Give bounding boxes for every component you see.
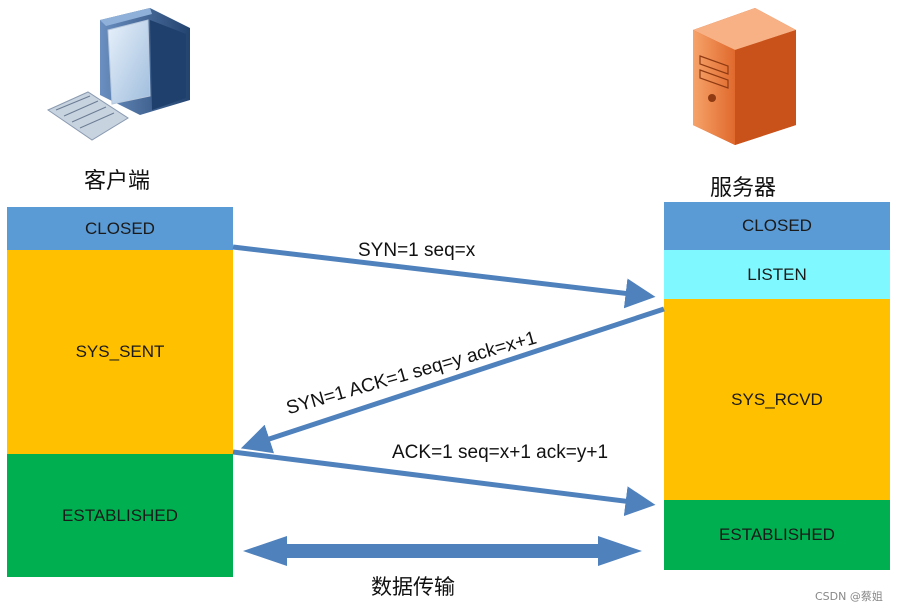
server-state-closed: CLOSED	[664, 202, 890, 250]
syn-label: SYN=1 seq=x	[358, 240, 476, 261]
client-title: 客户端	[84, 169, 151, 194]
synack-arrow	[240, 306, 665, 454]
server-state-syn-rcvd: SYS_RCVD	[664, 299, 890, 500]
client-state-established: ESTABLISHED	[7, 454, 233, 577]
server-state-established: ESTABLISHED	[664, 500, 890, 570]
transfer-label: 数据传输	[371, 575, 455, 599]
client-state-syn-sent: SYS_SENT	[7, 250, 233, 454]
watermark: CSDN @蔡姐	[815, 590, 883, 603]
server-state-column: CLOSED LISTEN SYS_RCVD ESTABLISHED	[664, 202, 890, 570]
client-state-column: CLOSED SYS_SENT ESTABLISHED	[7, 207, 233, 577]
client-state-closed: CLOSED	[7, 207, 233, 250]
server-title: 服务器	[710, 176, 777, 201]
ack-label: ACK=1 seq=x+1 ack=y+1	[392, 442, 609, 463]
synack-label: SYN=1 ACK=1 seq=y ack=x+1	[284, 327, 540, 420]
server-state-listen: LISTEN	[664, 250, 890, 299]
transfer-arrow	[243, 536, 642, 566]
